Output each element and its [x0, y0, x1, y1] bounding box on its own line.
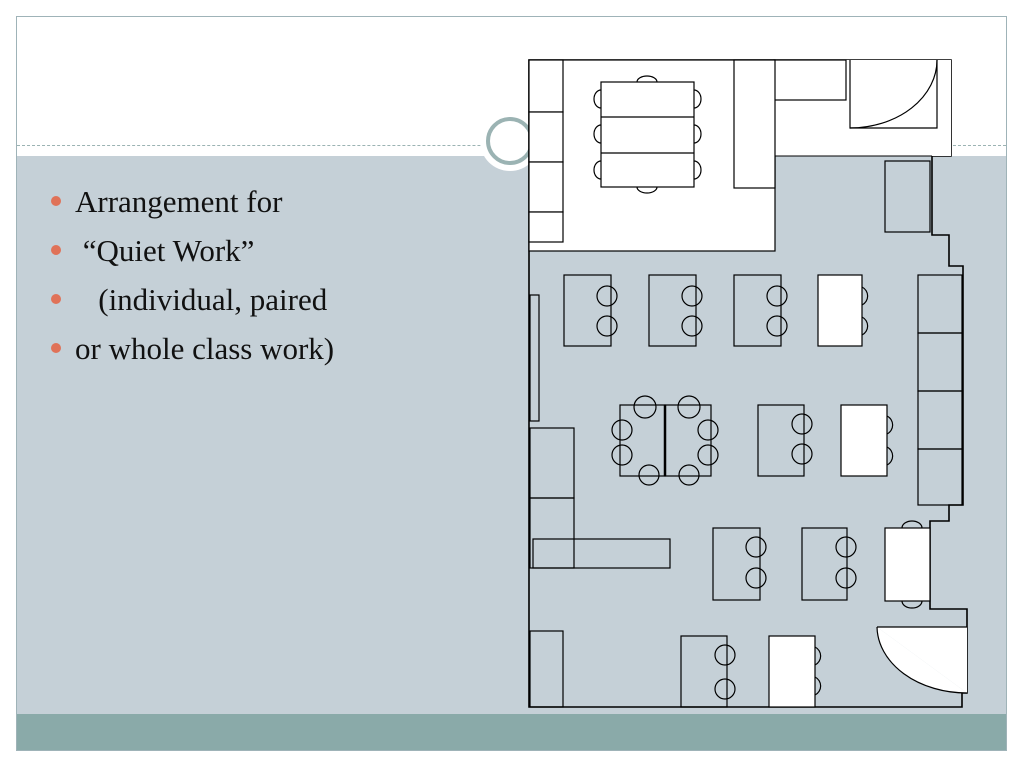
cabinet — [529, 630, 564, 708]
slide: Arrangement for “Quiet Work” (individual… — [16, 16, 1007, 751]
desk — [801, 527, 857, 601]
shelf — [528, 211, 564, 243]
cabinet — [773, 59, 847, 101]
desk — [757, 404, 813, 477]
cabinet — [917, 448, 963, 506]
bullet-text: (individual, paired — [75, 282, 328, 317]
bullet-dot-icon — [51, 343, 61, 353]
footer-bar — [17, 714, 1006, 750]
desk-white — [840, 404, 894, 477]
bullet-item: (individual, paired — [47, 275, 334, 324]
desk-white — [768, 635, 822, 708]
bullet-dot-icon — [51, 245, 61, 255]
bullet-dot-icon — [51, 196, 61, 206]
bullet-item: Arrangement for — [47, 177, 334, 226]
bullet-item: “Quiet Work” — [47, 226, 334, 275]
classroom-floor-plan — [480, 59, 968, 708]
door-bottom — [876, 626, 968, 694]
bullet-dot-icon — [51, 294, 61, 304]
bullet-list: Arrangement for “Quiet Work” (individual… — [47, 177, 334, 373]
shelf — [528, 161, 564, 213]
counter — [532, 538, 671, 569]
shelf — [528, 111, 564, 163]
desk-white — [884, 520, 931, 609]
desk — [648, 274, 703, 347]
group-table — [593, 75, 702, 194]
bullet-text: “Quiet Work” — [75, 233, 255, 268]
desk-white — [817, 274, 869, 347]
bullet-item: or whole class work) — [47, 324, 334, 373]
desk — [712, 527, 767, 601]
door-top — [849, 59, 938, 129]
bullet-text: or whole class work) — [75, 331, 335, 366]
bullet-text: Arrangement for — [75, 184, 283, 219]
cabinet — [884, 160, 931, 233]
desk — [563, 274, 618, 347]
counter — [733, 59, 776, 189]
desk — [733, 274, 788, 347]
shelf — [528, 59, 564, 113]
divider-ring-icon — [480, 111, 540, 171]
paired-desk — [611, 395, 719, 486]
wall-shelf — [529, 294, 540, 422]
desk — [680, 635, 736, 708]
